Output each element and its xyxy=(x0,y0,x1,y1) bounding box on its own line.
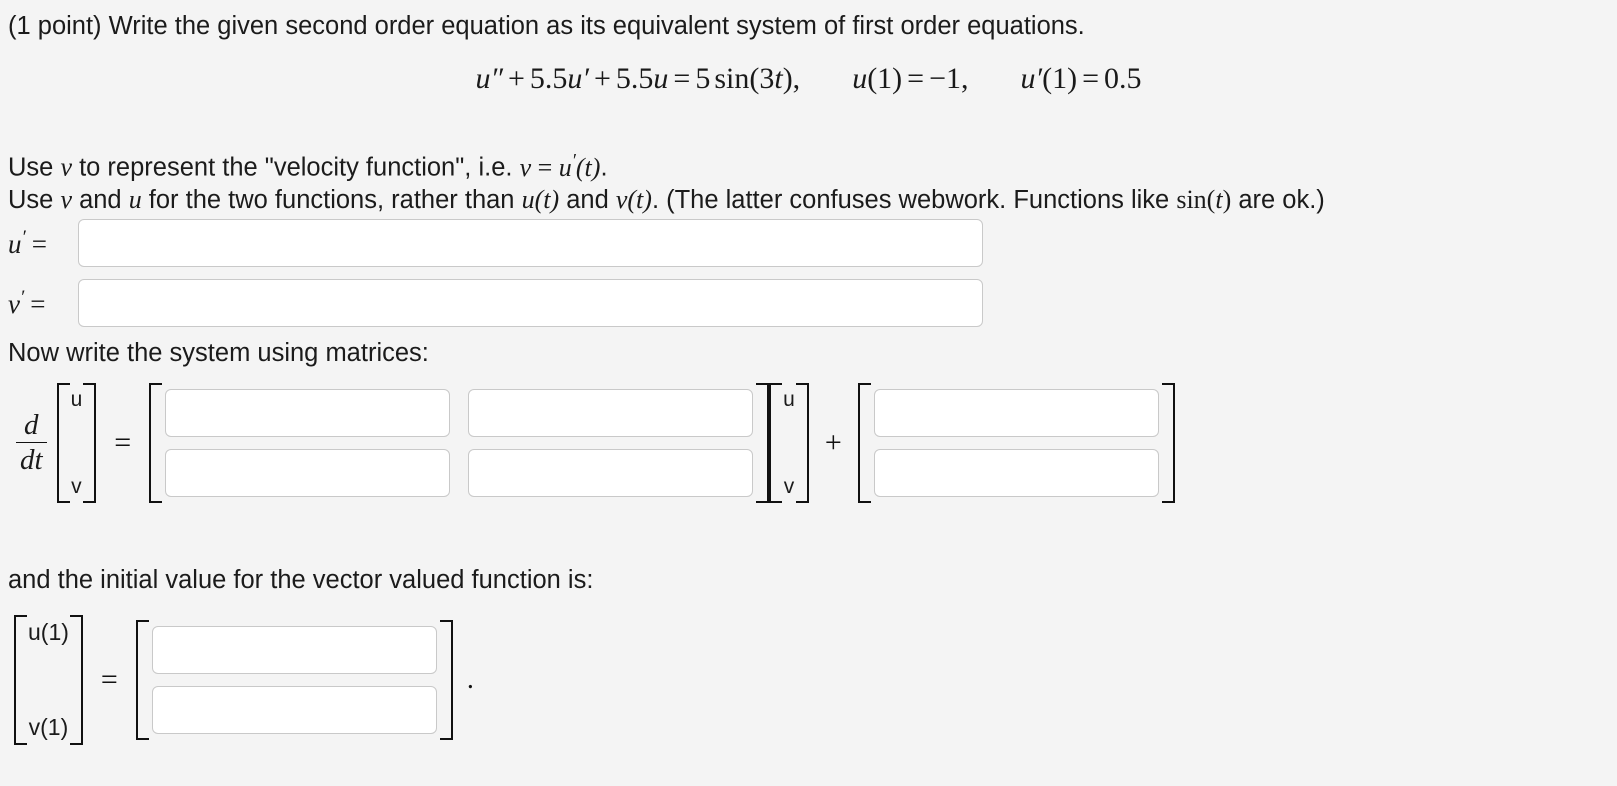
matrix-input-a11[interactable] xyxy=(165,388,451,437)
instruction2-sin-of-t: sin(t) xyxy=(1176,185,1232,214)
instruction1-text-c: . xyxy=(600,153,608,182)
matrix-input-a21[interactable] xyxy=(165,448,451,497)
instruction1-text-b: to represent the "velocity function", i.… xyxy=(71,153,520,182)
initial-label-u1: u(1) xyxy=(28,619,69,645)
initial-labels-bracket-group: u(1) v(1) xyxy=(14,615,83,745)
instruction2-text-d: and xyxy=(559,186,616,214)
d-dt-numerator: d xyxy=(24,409,39,442)
state-vector-left: u v xyxy=(71,383,83,503)
instruction2-text-e: . (The latter confuses webwork. Function… xyxy=(651,186,1177,214)
instruction1-v-equals-uprime: v = u′(t) xyxy=(519,150,601,182)
matrix-input-a22[interactable] xyxy=(468,448,754,497)
equation-rhs-fn: sin xyxy=(714,62,750,95)
equation-coef-uprime: 5.5 xyxy=(529,62,568,95)
matrix-equals-sign: = xyxy=(114,425,132,459)
instruction2-text-c: for the two functions, rather than xyxy=(141,186,522,214)
state-vector-right: u v xyxy=(783,383,795,503)
state-vector-right-v: v xyxy=(783,474,795,498)
instruction2-v-of-t: v(t) xyxy=(615,185,652,214)
trailing-period: . xyxy=(466,664,474,695)
u-prime-input[interactable] xyxy=(78,219,983,267)
instruction2-text-b: and xyxy=(71,186,129,214)
instruction2-u-of-t: u(t) xyxy=(521,185,560,214)
matrix-input-a12[interactable] xyxy=(468,388,754,437)
equation-u-double-prime: u″ xyxy=(475,62,504,95)
initial-value-equation: u(1) v(1) = . xyxy=(14,600,474,760)
coefficient-matrix xyxy=(163,383,755,503)
state-vector-left-u: u xyxy=(70,387,83,411)
state-vector-right-bracket-group: u v xyxy=(769,382,809,503)
instruction2-var-u: u xyxy=(128,185,142,214)
instruction1-var-v: v xyxy=(60,152,72,182)
d-dt-denominator: dt xyxy=(16,441,47,475)
state-vector-left-bracket-group: u v xyxy=(56,382,97,503)
initial-labels-vector: u(1) v(1) xyxy=(28,615,69,745)
initial-values-vector xyxy=(150,620,439,740)
initial-value-input-first[interactable] xyxy=(151,626,437,674)
u-prime-equation-row: u′= xyxy=(8,219,983,267)
v-prime-equation-row: v′= xyxy=(8,279,983,327)
initial-label-v1: v(1) xyxy=(28,714,69,740)
initial-value-heading: and the initial value for the vector val… xyxy=(8,566,594,594)
page-title: (1 point) Write the given second order e… xyxy=(8,12,1085,40)
d-dt-operator: d dt xyxy=(16,410,47,475)
forcing-vector-bracket-group xyxy=(857,382,1175,503)
instruction1-text-a: Use xyxy=(8,153,61,182)
matrix-equation: d dt u v = u v + xyxy=(8,370,1175,515)
coefficient-matrix-bracket-group xyxy=(149,382,770,503)
initial-value-input-second[interactable] xyxy=(151,686,437,734)
matrix-section-heading: Now write the system using matrices: xyxy=(8,339,429,367)
state-vector-left-v: v xyxy=(71,474,82,498)
forcing-vector xyxy=(872,383,1161,503)
initial-values-bracket-group xyxy=(135,620,453,740)
instruction2-text-f: are ok.) xyxy=(1231,186,1325,214)
equation-coef-u: 5.5 xyxy=(615,62,654,95)
forcing-input-b1[interactable] xyxy=(873,388,1159,437)
v-prime-input[interactable] xyxy=(78,279,983,327)
instruction2-var-v: v xyxy=(60,185,72,214)
instruction-line-1: Use v to represent the "velocity functio… xyxy=(8,140,608,189)
state-vector-right-u: u xyxy=(783,387,795,411)
matrix-plus-sign: + xyxy=(824,425,842,459)
instruction2-text-a: Use xyxy=(8,186,61,214)
forcing-input-b2[interactable] xyxy=(873,448,1159,497)
equation-rhs-coef: 5 xyxy=(695,62,711,95)
instruction-line-2: Use v and u for the two functions, rathe… xyxy=(8,179,1325,221)
u-prime-label: u′= xyxy=(8,226,47,259)
v-prime-label: v′= xyxy=(8,286,46,319)
initial-equals-sign: = xyxy=(100,663,118,696)
